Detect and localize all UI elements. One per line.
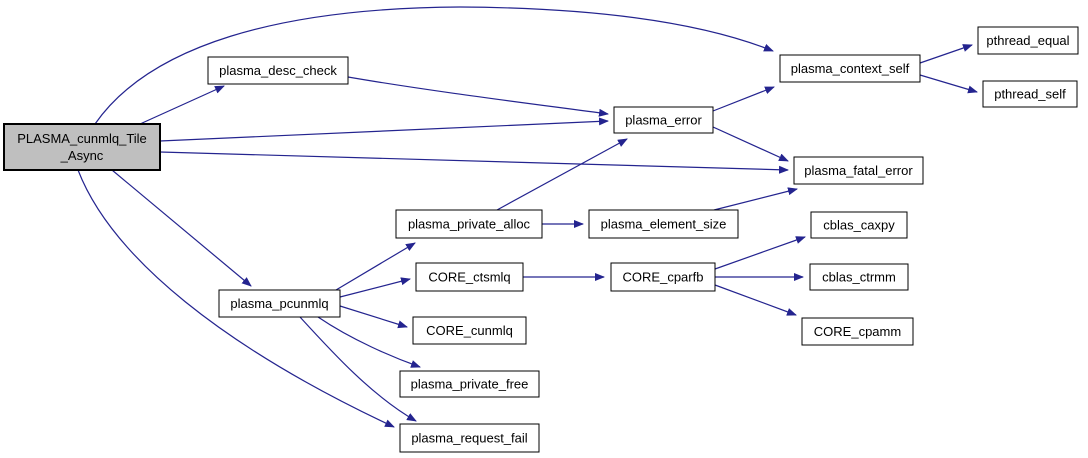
node-label-line: cblas_caxpy <box>823 218 895 233</box>
node-label-line: pthread_equal <box>986 33 1069 48</box>
node-label-line: CORE_cparfb <box>623 270 704 285</box>
node-label-line: CORE_cunmlq <box>426 323 513 338</box>
node-plasma_private_alloc[interactable]: plasma_private_alloc <box>395 209 543 239</box>
node-box-CORE_cpamm[interactable] <box>801 317 914 346</box>
node-box-plasma_fatal_error[interactable] <box>793 156 924 185</box>
node-label-CORE_ctsmlq: CORE_ctsmlq <box>428 270 510 285</box>
edge-plasma_element_size-to-plasma_fatal_error <box>713 187 798 211</box>
node-PLASMA_cunmlq_Tile_Async: PLASMA_cunmlq_Tile _Async <box>3 123 161 171</box>
node-box-CORE_cunmlq[interactable] <box>412 316 527 345</box>
edge-PLASMA_cunmlq_Tile_Async-to-plasma_fatal_error <box>159 151 789 174</box>
edge-plasma_desc_check-to-plasma_error <box>347 76 609 117</box>
node-label-plasma_element_size: plasma_element_size <box>601 217 727 232</box>
node-label-line: plasma_error <box>625 113 702 128</box>
node-label-pthread_equal: pthread_equal <box>986 33 1069 48</box>
node-label-line: plasma_context_self <box>791 61 910 76</box>
edge-plasma_error-to-plasma_context_self <box>712 86 775 112</box>
node-CORE_cunmlq[interactable]: CORE_cunmlq <box>412 316 527 345</box>
node-box-pthread_equal[interactable] <box>977 26 1079 55</box>
node-plasma_error[interactable]: plasma_error <box>613 106 714 134</box>
edge-plasma_private_alloc-to-plasma_error <box>496 138 628 211</box>
node-box-plasma_pcunmlq[interactable] <box>218 289 341 318</box>
edge-CORE_cparfb-to-CORE_cpamm <box>714 284 797 316</box>
node-label-PLASMA_cunmlq_Tile_Async: PLASMA_cunmlq_Tile _Async <box>17 131 147 163</box>
node-label-line: pthread_self <box>994 87 1066 102</box>
node-box-CORE_ctsmlq[interactable] <box>415 262 524 292</box>
node-label-cblas_ctrmm: cblas_ctrmm <box>822 270 896 285</box>
edge-plasma_pcunmlq-to-CORE_ctsmlq <box>339 277 411 298</box>
edge-PLASMA_cunmlq_Tile_Async-to-plasma_desc_check <box>139 85 225 125</box>
node-CORE_ctsmlq[interactable]: CORE_ctsmlq <box>415 262 524 292</box>
node-label-plasma_context_self: plasma_context_self <box>791 61 910 76</box>
node-box-plasma_error[interactable] <box>613 106 714 134</box>
node-label-line: CORE_cpamm <box>814 324 901 339</box>
node-plasma_fatal_error[interactable]: plasma_fatal_error <box>793 156 924 185</box>
node-label-CORE_cunmlq: CORE_cunmlq <box>426 323 513 338</box>
node-box-pthread_self[interactable] <box>982 80 1078 108</box>
node-CORE_cpamm[interactable]: CORE_cpamm <box>801 317 914 346</box>
node-label-line: plasma_fatal_error <box>804 163 913 178</box>
node-plasma_desc_check[interactable]: plasma_desc_check <box>207 56 349 85</box>
edge-PLASMA_cunmlq_Tile_Async-to-plasma_pcunmlq <box>111 169 252 287</box>
node-label-CORE_cparfb: CORE_cparfb <box>623 270 704 285</box>
node-box-CORE_cparfb[interactable] <box>610 262 716 292</box>
edge-plasma_pcunmlq-to-plasma_request_fail <box>299 316 417 422</box>
node-box-plasma_private_free[interactable] <box>399 370 540 398</box>
node-cblas_caxpy[interactable]: cblas_caxpy <box>810 211 908 239</box>
node-label-line: plasma_request_fail <box>411 431 527 446</box>
node-label-plasma_private_alloc: plasma_private_alloc <box>408 217 531 232</box>
node-label-line: plasma_private_alloc <box>408 217 531 232</box>
node-label-CORE_cpamm: CORE_cpamm <box>814 324 901 339</box>
edge-plasma_context_self-to-pthread_equal <box>919 44 973 64</box>
edge-plasma_pcunmlq-to-plasma_private_free <box>317 316 421 368</box>
node-box-cblas_ctrmm[interactable] <box>809 263 909 291</box>
node-label-line: plasma_desc_check <box>219 63 337 78</box>
node-box-plasma_private_alloc[interactable] <box>395 209 543 239</box>
node-label-plasma_desc_check: plasma_desc_check <box>219 63 337 78</box>
node-plasma_request_fail[interactable]: plasma_request_fail <box>399 423 540 453</box>
node-plasma_context_self[interactable]: plasma_context_self <box>779 54 921 83</box>
node-label-line: cblas_ctrmm <box>822 270 896 285</box>
node-label-line: plasma_pcunmlq <box>230 296 328 311</box>
node-label-line: plasma_element_size <box>601 217 727 232</box>
node-label-line: plasma_private_free <box>411 377 529 392</box>
node-box-plasma_context_self[interactable] <box>779 54 921 83</box>
node-box-plasma_element_size[interactable] <box>588 209 739 239</box>
edge-PLASMA_cunmlq_Tile_Async-to-plasma_request_fail <box>77 169 395 428</box>
node-plasma_private_free[interactable]: plasma_private_free <box>399 370 540 398</box>
node-box-plasma_desc_check[interactable] <box>207 56 349 85</box>
node-label-cblas_caxpy: cblas_caxpy <box>823 218 895 233</box>
edge-PLASMA_cunmlq_Tile_Async-to-plasma_context_self <box>94 6 774 125</box>
node-plasma_element_size[interactable]: plasma_element_size <box>588 209 739 239</box>
node-plasma_pcunmlq[interactable]: plasma_pcunmlq <box>218 289 341 318</box>
node-label-plasma_error: plasma_error <box>625 113 702 128</box>
edge-PLASMA_cunmlq_Tile_Async-to-plasma_error <box>159 117 609 142</box>
node-label-plasma_request_fail: plasma_request_fail <box>411 431 527 446</box>
edge-plasma_error-to-plasma_fatal_error <box>712 126 789 162</box>
node-label-line: _Async <box>60 148 104 163</box>
node-label-plasma_private_free: plasma_private_free <box>411 377 529 392</box>
node-label-plasma_pcunmlq: plasma_pcunmlq <box>230 296 328 311</box>
node-box-cblas_caxpy[interactable] <box>810 211 908 239</box>
edge-plasma_pcunmlq-to-plasma_private_alloc <box>335 242 416 291</box>
node-pthread_self[interactable]: pthread_self <box>982 80 1078 108</box>
node-box-PLASMA_cunmlq_Tile_Async <box>3 123 161 171</box>
node-label-pthread_self: pthread_self <box>994 87 1066 102</box>
node-label-line: CORE_ctsmlq <box>428 270 510 285</box>
node-cblas_ctrmm[interactable]: cblas_ctrmm <box>809 263 909 291</box>
node-label-line: PLASMA_cunmlq_Tile <box>17 131 147 146</box>
edge-CORE_cparfb-to-cblas_caxpy <box>714 236 806 270</box>
node-CORE_cparfb[interactable]: CORE_cparfb <box>610 262 716 292</box>
node-label-plasma_fatal_error: plasma_fatal_error <box>804 163 913 178</box>
node-pthread_equal[interactable]: pthread_equal <box>977 26 1079 55</box>
edge-plasma_pcunmlq-to-CORE_cunmlq <box>339 305 408 329</box>
edge-plasma_context_self-to-pthread_self <box>919 74 978 94</box>
node-box-plasma_request_fail[interactable] <box>399 423 540 453</box>
